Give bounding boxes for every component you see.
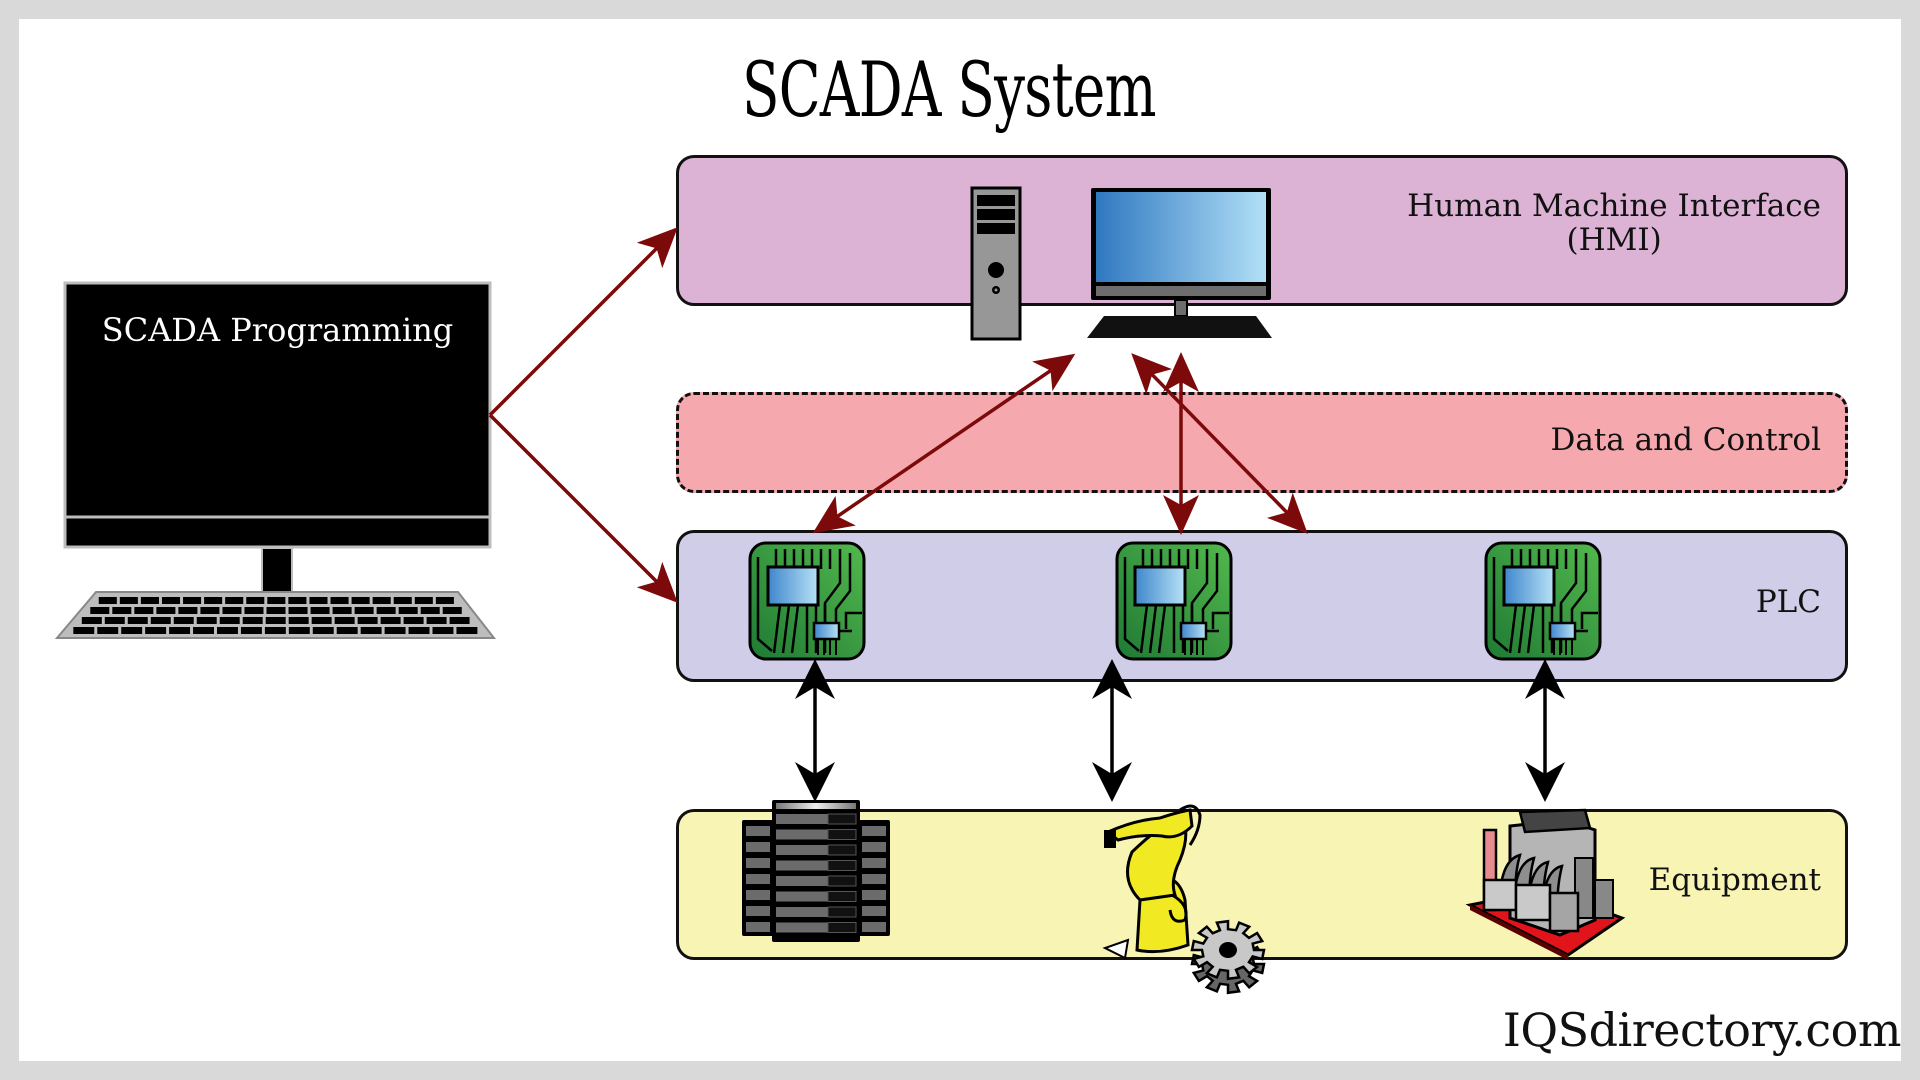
diagram-title: SCADA System [742,45,1156,134]
hmi-label: Human Machine Interface (HMI) [1407,188,1821,258]
plc-label: PLC [1755,584,1821,620]
equipment-label: Equipment [1648,862,1821,898]
plc-layer: PLC [676,530,1848,682]
hmi-label-line2: (HMI) [1566,222,1662,258]
hmi-label-line1: Human Machine Interface [1407,188,1821,224]
data-control-layer: Data and Control [676,392,1848,493]
data-control-label: Data and Control [1550,422,1821,458]
watermark-text: IQSdirectory.com [1502,1003,1902,1057]
equipment-layer: Equipment [676,809,1848,960]
hmi-layer: Human Machine Interface (HMI) [676,155,1848,306]
programming-label: SCADA Programming [101,311,454,349]
